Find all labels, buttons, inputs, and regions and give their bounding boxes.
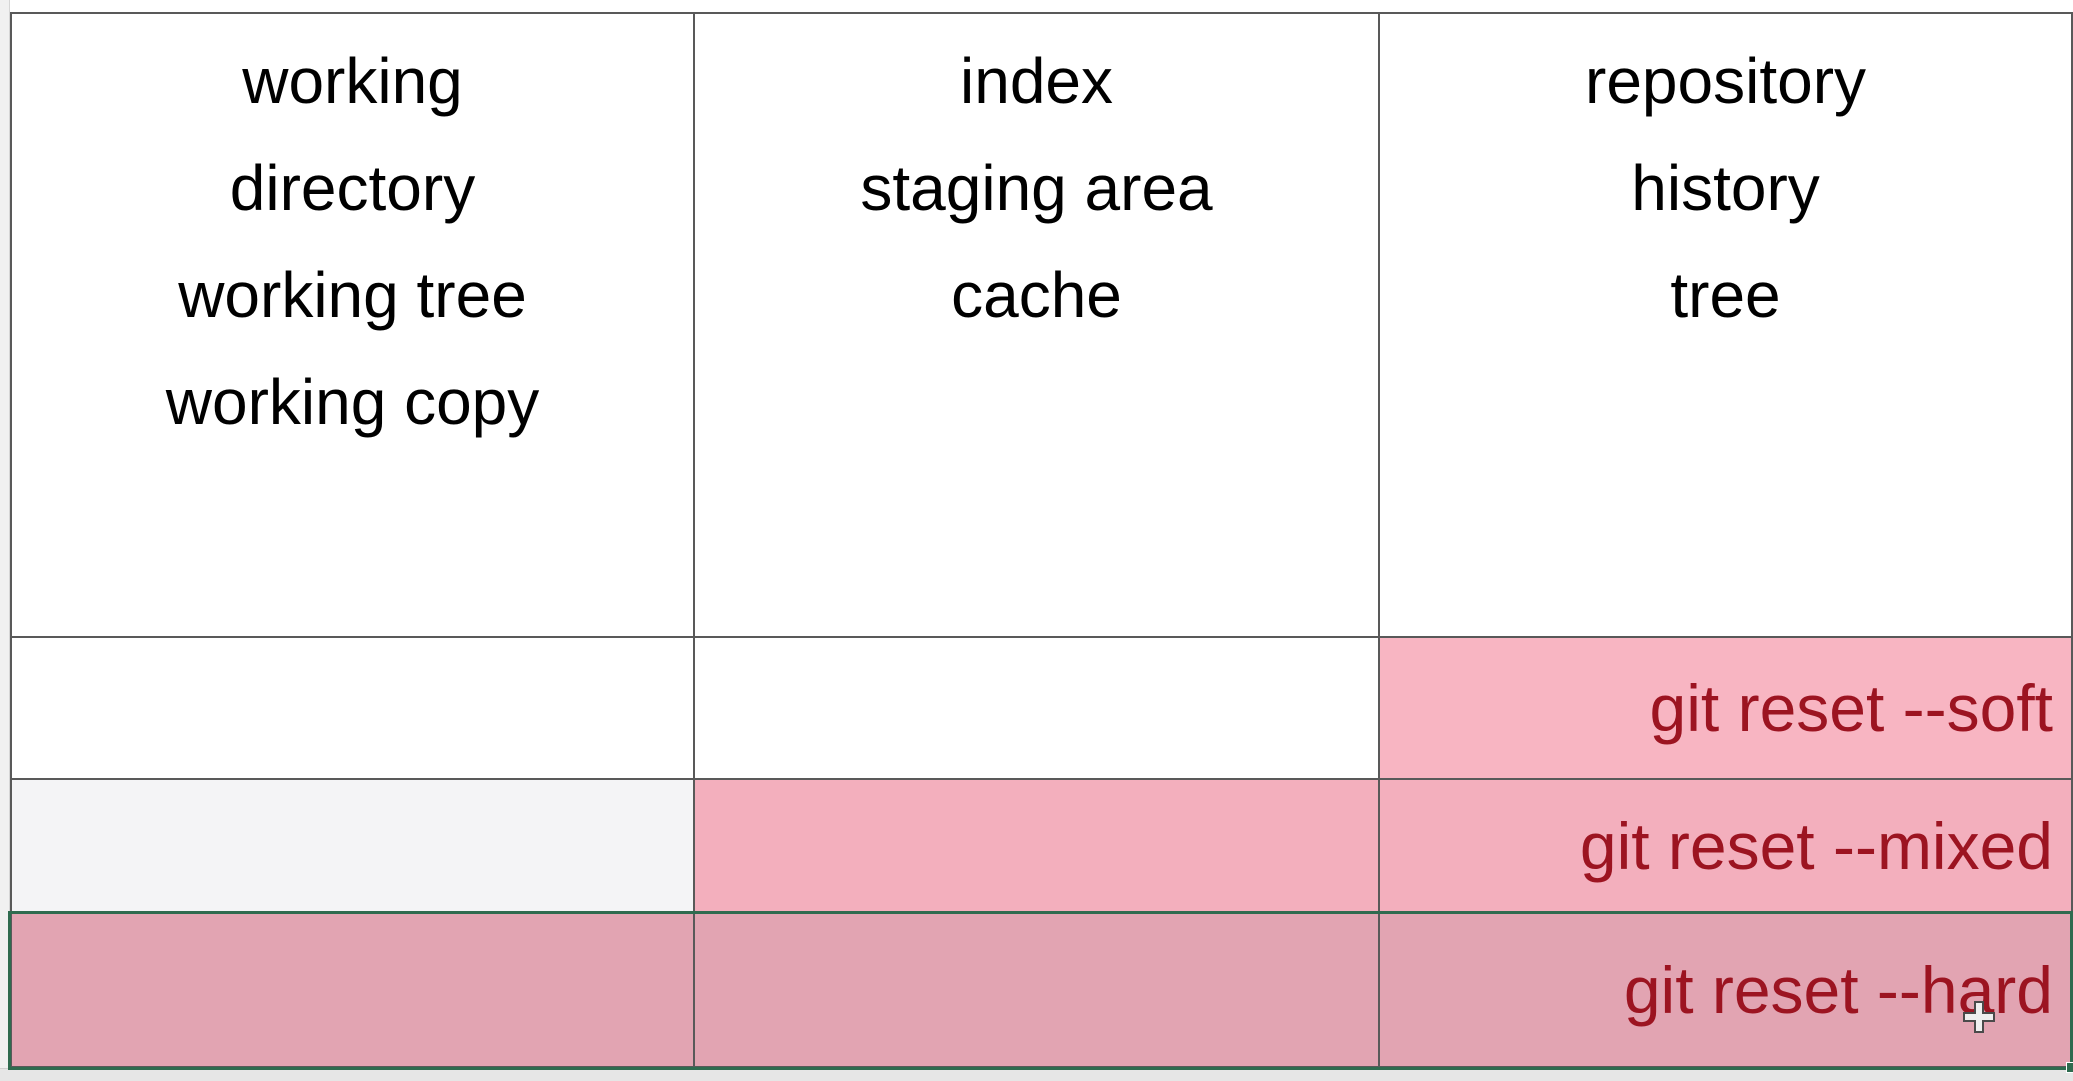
- header-line: directory: [229, 152, 476, 224]
- header-cell-index[interactable]: index staging area cache: [695, 12, 1380, 638]
- selection-fill-handle[interactable]: [2066, 1062, 2073, 1073]
- cell-mixed-repository[interactable]: git reset --mixed: [1380, 780, 2073, 913]
- cell-hard-repository[interactable]: git reset --hard: [1380, 913, 2073, 1068]
- sheet-bottom-edge: [0, 1068, 2073, 1081]
- cell-mixed-index[interactable]: [695, 780, 1380, 913]
- git-reset-table: working directory working tree working c…: [8, 12, 2073, 1073]
- header-line: working copy: [165, 366, 540, 438]
- cell-soft-index[interactable]: [695, 638, 1380, 780]
- header-line: cache: [951, 259, 1122, 331]
- cell-hard-index[interactable]: [695, 913, 1380, 1068]
- header-line: repository: [1585, 45, 1866, 117]
- header-cell-working-directory[interactable]: working directory working tree working c…: [10, 12, 695, 638]
- header-line: index: [960, 45, 1113, 117]
- command-label-mixed: git reset --mixed: [1579, 808, 2053, 883]
- header-line: history: [1631, 152, 1820, 224]
- header-line: tree: [1670, 259, 1781, 331]
- header-line: working: [242, 45, 463, 117]
- command-label-hard: git reset --hard: [1623, 952, 2053, 1027]
- header-line: staging area: [860, 152, 1213, 224]
- cell-soft-repository[interactable]: git reset --soft: [1380, 638, 2073, 780]
- row-header-gutter: [0, 0, 10, 1081]
- cell-mixed-working-directory[interactable]: [10, 780, 695, 913]
- cell-hard-working-directory[interactable]: [10, 913, 695, 1068]
- command-label-soft: git reset --soft: [1649, 671, 2053, 745]
- header-cell-repository[interactable]: repository history tree: [1380, 12, 2073, 638]
- cell-soft-working-directory[interactable]: [10, 638, 695, 780]
- header-line: working tree: [178, 259, 527, 331]
